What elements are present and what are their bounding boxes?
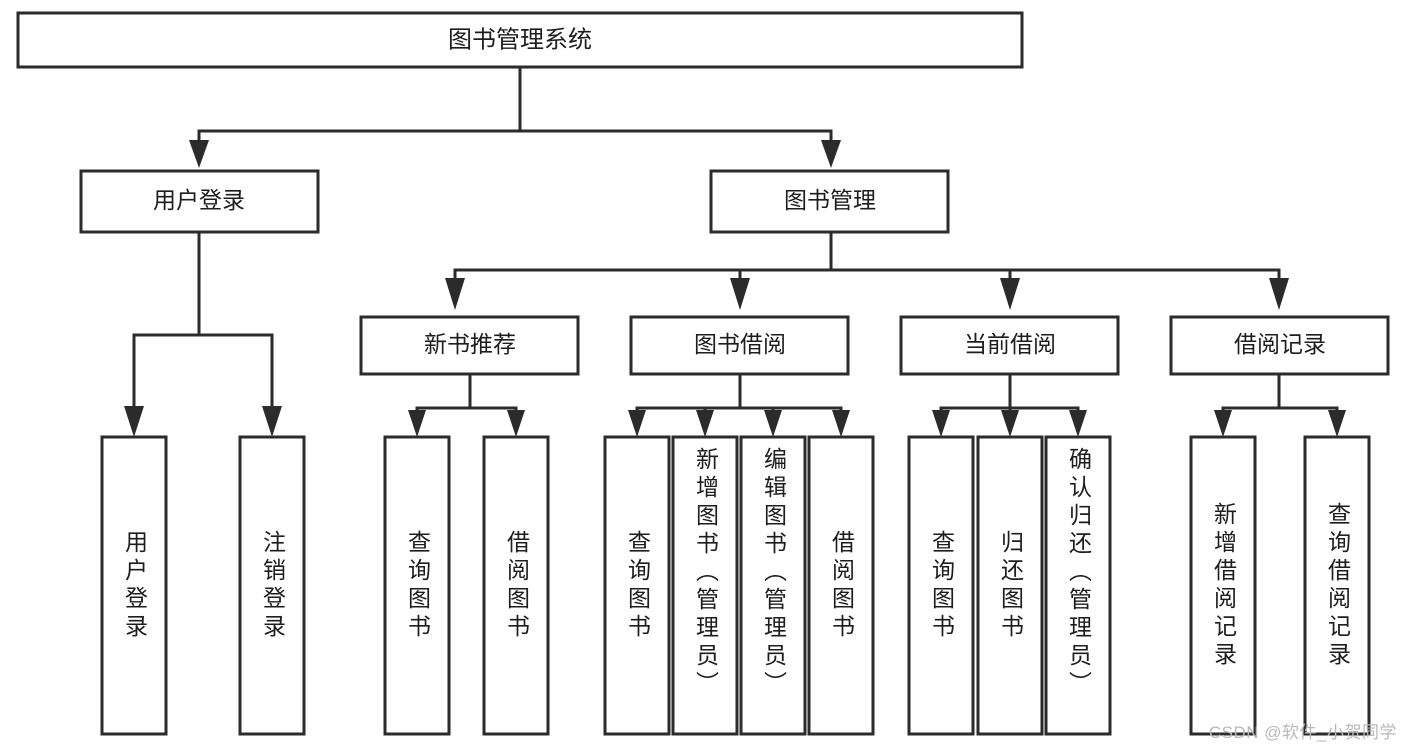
arrowhead-group bbox=[124, 140, 1346, 437]
arrowhead-current-borrow bbox=[1000, 278, 1020, 310]
leaf-box-new-book-2[interactable] bbox=[482, 435, 550, 736]
node-book-borrow-label: 图书借阅 bbox=[694, 331, 786, 357]
node-book-manage[interactable]: 图书管理 bbox=[709, 169, 950, 234]
arrowhead-leaf-current-borrow-3 bbox=[1069, 410, 1087, 437]
arrowhead-borrow-record bbox=[1269, 278, 1289, 310]
leaf-box-new-book-1[interactable] bbox=[383, 435, 451, 736]
node-root-box[interactable] bbox=[16, 11, 1024, 69]
arrowhead-leaf-book-borrow-4 bbox=[832, 410, 850, 437]
node-current-borrow-box[interactable] bbox=[899, 315, 1120, 376]
node-user-login-box[interactable] bbox=[79, 169, 320, 234]
arrowhead-leaf-current-borrow-1 bbox=[932, 410, 950, 437]
leaf-box-book-borrow-3[interactable] bbox=[739, 435, 807, 736]
csdn-watermark: CSDN @软件_小贺同学 bbox=[1208, 723, 1397, 742]
node-book-borrow-box[interactable] bbox=[629, 315, 850, 376]
leaf-box-user-login-2[interactable] bbox=[238, 435, 306, 736]
arrowhead-leaf-book-borrow-3 bbox=[764, 410, 782, 437]
node-new-book-box[interactable] bbox=[359, 315, 580, 376]
node-book-manage-box[interactable] bbox=[709, 169, 950, 234]
arrowhead-leaf-book-borrow-2 bbox=[696, 410, 714, 437]
arrowhead-book-manage bbox=[821, 140, 841, 168]
node-borrow-record[interactable]: 借阅记录 bbox=[1169, 315, 1390, 376]
leaf-box-current-borrow-3[interactable] bbox=[1044, 435, 1112, 736]
leaf-box-current-borrow-1[interactable] bbox=[907, 435, 975, 736]
leaf-box-current-borrow-2[interactable] bbox=[976, 435, 1044, 736]
leaf-box-borrow-record-1[interactable] bbox=[1189, 435, 1257, 736]
node-new-book-label: 新书推荐 bbox=[424, 331, 516, 357]
node-current-borrow-label: 当前借阅 bbox=[964, 331, 1056, 357]
arrowhead-leaf-book-borrow-1 bbox=[628, 410, 646, 437]
node-borrow-record-label: 借阅记录 bbox=[1234, 331, 1326, 357]
leaf-box-book-borrow-1[interactable] bbox=[603, 435, 671, 736]
arrowhead-leaf-borrow-record-2 bbox=[1328, 410, 1346, 437]
node-user-login[interactable]: 用户登录 bbox=[79, 169, 320, 234]
node-book-manage-label: 图书管理 bbox=[784, 187, 876, 213]
node-new-book[interactable]: 新书推荐 bbox=[359, 315, 580, 376]
arrowhead-user-login bbox=[189, 140, 209, 168]
node-user-login-label: 用户登录 bbox=[153, 187, 245, 213]
node-borrow-record-box[interactable] bbox=[1169, 315, 1390, 376]
arrowhead-leaf-borrow-record-1 bbox=[1214, 410, 1232, 437]
node-book-borrow[interactable]: 图书借阅 bbox=[629, 315, 850, 376]
arrowhead-new-book bbox=[445, 278, 465, 310]
leaf-box-user-login-1[interactable] bbox=[100, 435, 168, 736]
leaf-box-borrow-record-2[interactable] bbox=[1303, 435, 1371, 736]
arrowhead-leaf-new-book-2 bbox=[507, 410, 525, 437]
arrowhead-book-borrow bbox=[730, 278, 750, 310]
arrowhead-leaf-current-borrow-2 bbox=[1001, 410, 1019, 437]
node-root-label: 图书管理系统 bbox=[448, 26, 592, 53]
leaf-box-book-borrow-2[interactable] bbox=[671, 435, 739, 736]
node-root[interactable]: 图书管理系统 bbox=[16, 11, 1024, 69]
node-current-borrow[interactable]: 当前借阅 bbox=[899, 315, 1120, 376]
arrowhead-leaf-user-login-1 bbox=[124, 406, 144, 437]
arrowhead-leaf-new-book-1 bbox=[408, 410, 426, 437]
arrowhead-leaf-user-login-2 bbox=[262, 406, 282, 437]
leaf-box-book-borrow-4[interactable] bbox=[807, 435, 875, 736]
